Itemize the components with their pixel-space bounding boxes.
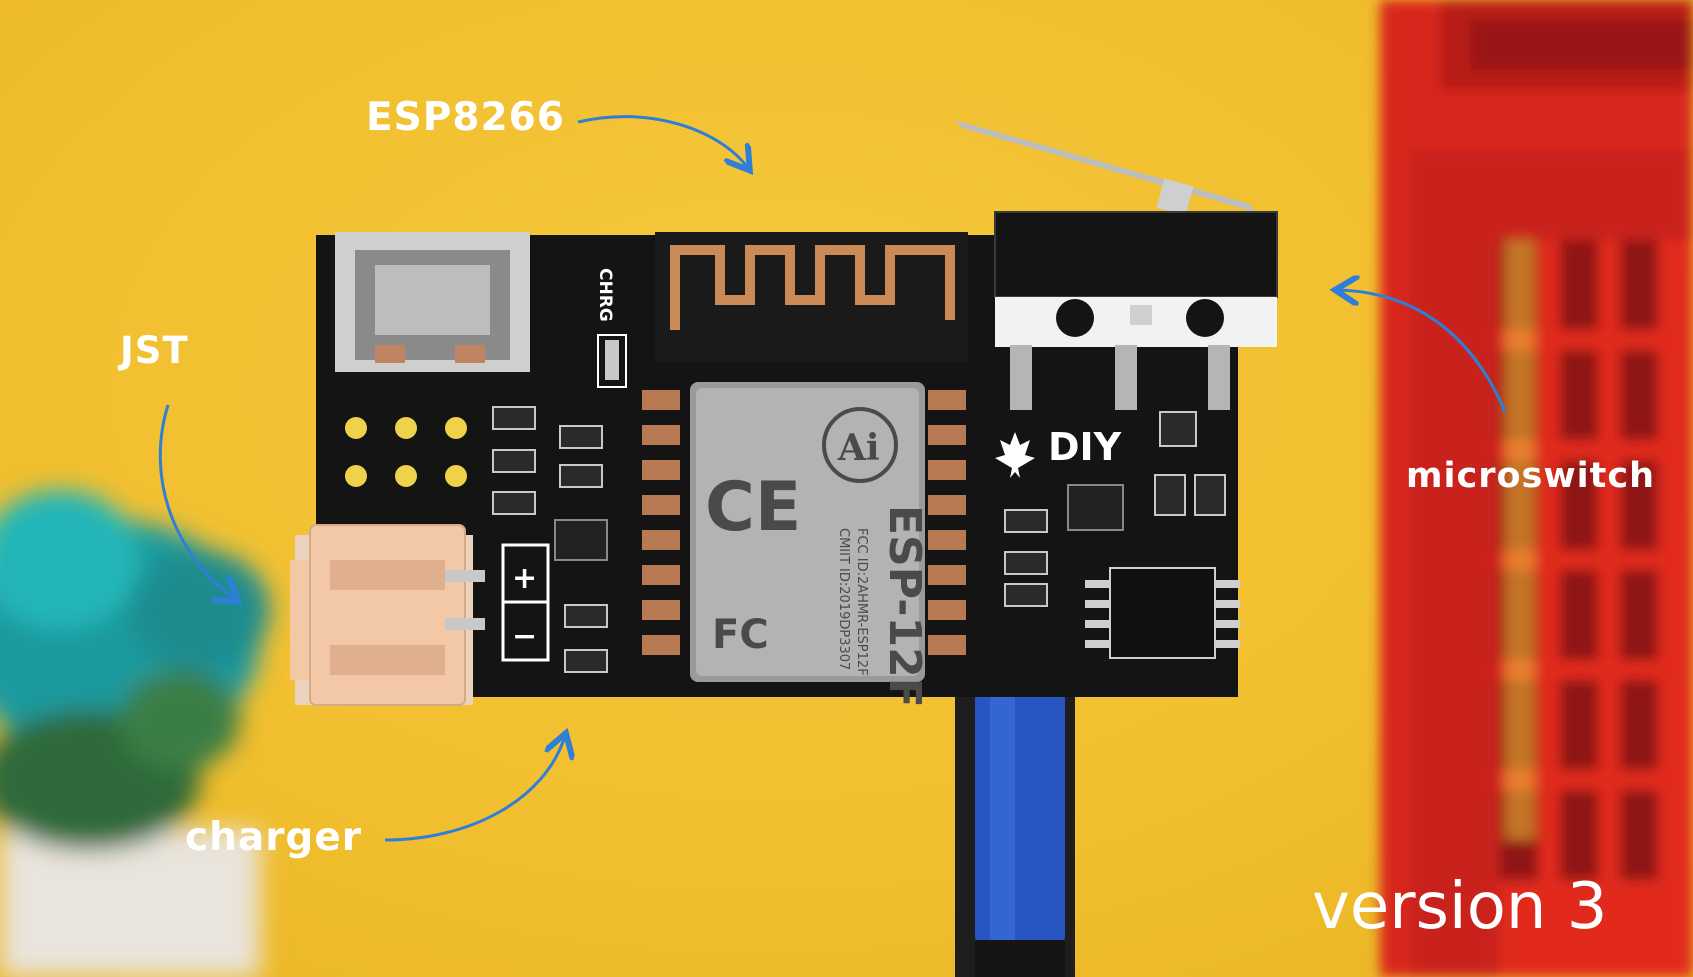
esp8266-label: ESP8266 bbox=[366, 95, 565, 140]
jst-connector bbox=[290, 524, 485, 706]
esp-arrow bbox=[577, 115, 748, 168]
microswitch-arrow bbox=[1338, 290, 1507, 413]
fcc-id-silk: FCC ID:2AHMR-ESP12F bbox=[854, 528, 869, 676]
charger-arrow bbox=[384, 736, 565, 842]
phone-booth bbox=[1380, 0, 1693, 977]
antenna-icon bbox=[670, 245, 955, 330]
version-label: version 3 bbox=[1312, 870, 1608, 944]
chrg-silk: CHRG bbox=[595, 268, 615, 322]
canada-leaf-icon bbox=[995, 432, 1035, 478]
ai-logo: Ai bbox=[837, 427, 880, 469]
module-name-silk: ESP-12F bbox=[879, 505, 930, 708]
jst-label: JST bbox=[120, 329, 189, 372]
ce-mark-icon: CE bbox=[705, 468, 801, 547]
fc-mark-icon: FC bbox=[712, 612, 769, 658]
microswitch-label: microswitch bbox=[1406, 456, 1656, 496]
plus-silk: + bbox=[512, 561, 537, 596]
jst-arrow bbox=[158, 404, 236, 600]
charger-label: charger bbox=[185, 815, 363, 860]
microswitch-body bbox=[994, 211, 1278, 410]
plant bbox=[0, 490, 270, 977]
cmiit-silk: CMIIT ID:2019DP3307 bbox=[836, 528, 851, 670]
minus-silk: − bbox=[512, 619, 537, 654]
diy-silk: DIY bbox=[1048, 425, 1122, 469]
microswitch-lever bbox=[955, 120, 1255, 216]
